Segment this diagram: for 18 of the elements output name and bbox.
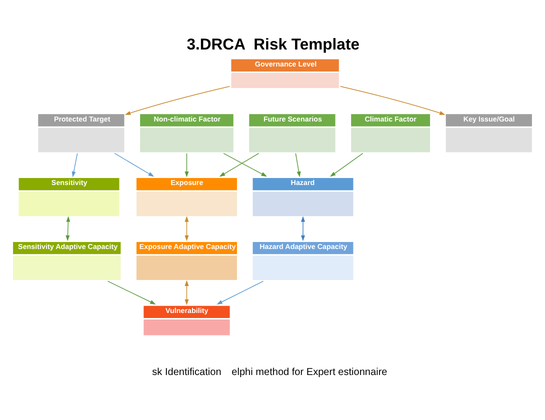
arrow bbox=[300, 216, 306, 242]
arrow bbox=[295, 152, 301, 178]
arrow bbox=[184, 216, 189, 242]
arrow bbox=[184, 152, 189, 178]
arrow bbox=[340, 86, 446, 115]
label: sk Identification bbox=[152, 366, 222, 378]
arrow bbox=[219, 152, 260, 177]
arrow bbox=[124, 86, 230, 115]
arrow bbox=[216, 280, 264, 304]
arrow bbox=[114, 152, 154, 177]
arrow bbox=[66, 216, 70, 242]
diagram-title: 3.DRCA Risk Template bbox=[186, 36, 360, 54]
arrow bbox=[330, 152, 364, 177]
arrow bbox=[107, 280, 156, 304]
label: elphi method for Expert estionnaire bbox=[232, 366, 388, 378]
arrow bbox=[184, 280, 189, 306]
arrow bbox=[72, 152, 78, 178]
arrow bbox=[223, 152, 268, 177]
